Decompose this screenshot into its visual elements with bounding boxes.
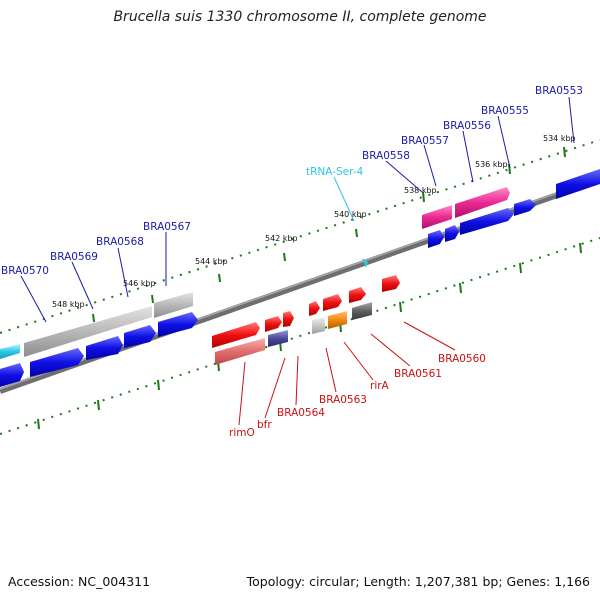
tick-label-544: 544 kbp: [195, 257, 228, 266]
gene-label-bra0558: BRA0558: [362, 150, 410, 162]
tick-label-546: 546 kbp: [123, 279, 156, 288]
feature-cds-blue: [445, 225, 459, 242]
feature-bra0567-gray: [154, 292, 193, 318]
lower-strand-features: [212, 275, 400, 365]
tick-label-548: 548 kbp: [52, 300, 85, 309]
upper-label-leaders: [20, 96, 575, 323]
feature-bra0557-pink: [455, 187, 510, 218]
upper-tick-row: [0, 139, 600, 334]
feature-cds-blue: [124, 325, 156, 348]
feature-bra0563-orange: [328, 311, 347, 329]
lower-gene-labels: BRA0560 BRA0561 rirA BRA0563 BRA0564 bfr…: [229, 353, 486, 439]
gene-label-bra0570: BRA0570: [1, 265, 49, 277]
feature-bra0564-purple: [268, 330, 288, 347]
gene-label-bra0556: BRA0556: [443, 120, 491, 132]
gene-label-rimO: rimO: [229, 427, 255, 439]
feature-rimO-salmon: [215, 338, 265, 365]
trna-ser-marker: [362, 258, 368, 268]
gene-label-bra0561: BRA0561: [394, 368, 442, 380]
upper-gene-labels: BRA0553 BRA0555 BRA0556 BRA0557 BRA0558 …: [1, 85, 583, 277]
feature-cds-blue: [460, 208, 514, 235]
feature-bra0558-pink: [422, 205, 452, 229]
tick-label-536: 536 kbp: [475, 160, 508, 169]
map-title: Brucella suis 1330 chromosome II, comple…: [113, 9, 487, 25]
gene-label-bra0567: BRA0567: [143, 221, 191, 233]
feature-cds-blue: [158, 312, 198, 337]
feature-cds-blue: [556, 169, 600, 199]
feature-red: [382, 275, 400, 292]
feature-red: [349, 287, 366, 303]
feature-rimO-red: [212, 322, 260, 348]
upper-strand-features: [0, 169, 600, 387]
feature-rirA-dgray: [352, 302, 372, 320]
gene-label-bfr: bfr: [257, 419, 272, 431]
major-tick-marks: [37, 146, 582, 430]
feature-cds-blue: [0, 363, 24, 387]
feature-cds-blue: [86, 336, 123, 360]
lower-tick-row: [0, 237, 600, 435]
feature-cds-blue: [428, 230, 444, 248]
gene-label-bra0560: BRA0560: [438, 353, 486, 365]
feature-red-small: [283, 311, 294, 327]
gene-label-bra0563: BRA0563: [319, 394, 367, 406]
tick-label-540: 540 kbp: [334, 210, 367, 219]
gene-label-bra0564: BRA0564: [277, 407, 325, 419]
gene-label-trna-ser-4: tRNA-Ser-4: [306, 166, 364, 178]
feature-bra0569-gray: [24, 306, 152, 357]
topology-summary: Topology: circular; Length: 1,207,381 bp…: [246, 574, 590, 589]
feature-lgray-small: [312, 317, 325, 334]
gene-label-bra0557: BRA0557: [401, 135, 449, 147]
gene-label-bra0555: BRA0555: [481, 105, 529, 117]
gene-label-bra0568: BRA0568: [96, 236, 144, 248]
feature-bfr-red: [265, 316, 282, 332]
lower-label-leaders: [238, 321, 456, 426]
accession-label: Accession: NC_004311: [8, 574, 151, 589]
gene-label-bra0569: BRA0569: [50, 251, 98, 263]
feature-red-small: [309, 301, 320, 316]
tick-label-534: 534 kbp: [543, 134, 576, 143]
gene-label-bra0553: BRA0553: [535, 85, 583, 97]
gene-label-rirA: rirA: [370, 380, 390, 392]
feature-cds-blue: [30, 348, 84, 377]
feature-cds-blue: [514, 199, 536, 216]
feature-red: [323, 294, 342, 311]
feature-trna-cyan: [0, 344, 20, 359]
tick-label-542: 542 kbp: [265, 234, 298, 243]
